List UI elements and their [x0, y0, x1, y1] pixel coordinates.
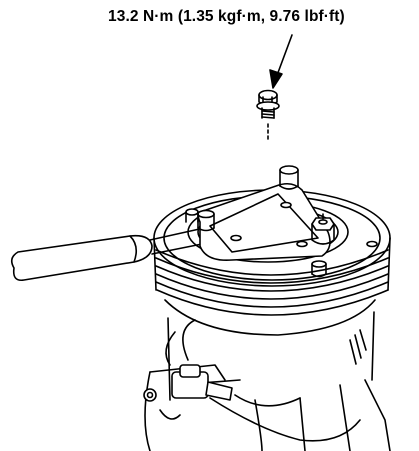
leader-arrow	[269, 34, 293, 89]
pulley-edge-pins	[185, 208, 378, 248]
tool-pins	[197, 165, 335, 278]
pulley-holder-tool-icon	[10, 182, 331, 282]
torque-spec-label: 13.2 N·m (1.35 kgf·m, 9.76 lbf·ft)	[108, 8, 345, 25]
compressor-body	[143, 299, 391, 451]
bolt-icon	[256, 89, 280, 141]
